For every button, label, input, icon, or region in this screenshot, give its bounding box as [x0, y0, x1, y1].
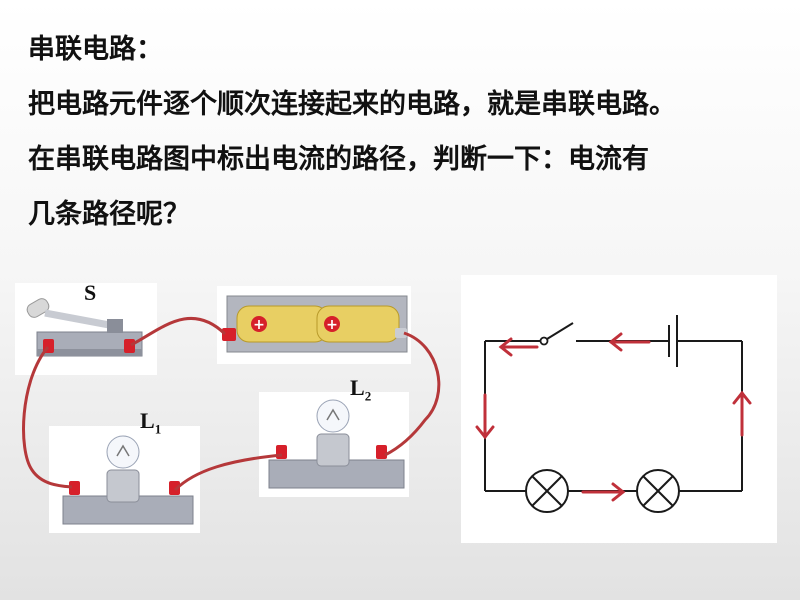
definition-text: 把电路元件逐个顺次连接起来的电路，就是串联电路。 — [28, 89, 676, 120]
switch-label-s: S — [84, 280, 97, 305]
svg-text:+: + — [253, 317, 265, 333]
battery-illustration: + + — [222, 295, 408, 353]
wire-switch-to-battery — [130, 316, 227, 347]
battery-panel: + + — [217, 286, 411, 364]
switch-pivot — [539, 336, 549, 346]
bulb-l1-panel — [49, 426, 200, 533]
series-circuit-schematic — [475, 315, 752, 513]
current-arrow-left-down — [475, 393, 495, 440]
question-text-line2: 几条路径呢？ — [28, 199, 190, 230]
current-arrow-top-right — [608, 332, 651, 352]
current-arrow-bottom — [581, 482, 626, 502]
wire-switch-to-bulb1 — [22, 346, 73, 489]
wire-bulb1-to-bulb2 — [173, 453, 283, 492]
heading-series-circuit: 串联电路： — [28, 34, 163, 65]
lamp-symbol-1 — [525, 469, 569, 513]
wire-battery-to-bulb2 — [384, 331, 441, 457]
bulb-l2-illustration — [268, 399, 405, 489]
explanation-text: 串联电路： 把电路元件逐个顺次连接起来的电路，就是串联电路。 在串联电路图中标出… — [28, 26, 788, 246]
bulb-l2-panel — [259, 392, 409, 497]
svg-text:+: + — [326, 317, 338, 333]
lamp-symbol-2 — [636, 469, 680, 513]
current-arrow-right-up — [732, 390, 752, 437]
question-text-line1: 在串联电路图中标出电流的路径，判断一下：电流有 — [28, 144, 649, 175]
schematic-diagram-panel — [461, 275, 777, 543]
bulb-l1-illustration — [62, 435, 194, 525]
switch-illustration — [26, 298, 143, 357]
current-arrow-top-left — [498, 337, 539, 357]
bulb-l2-label: L2 — [350, 375, 372, 404]
bulb-l1-label: L1 — [140, 408, 162, 437]
